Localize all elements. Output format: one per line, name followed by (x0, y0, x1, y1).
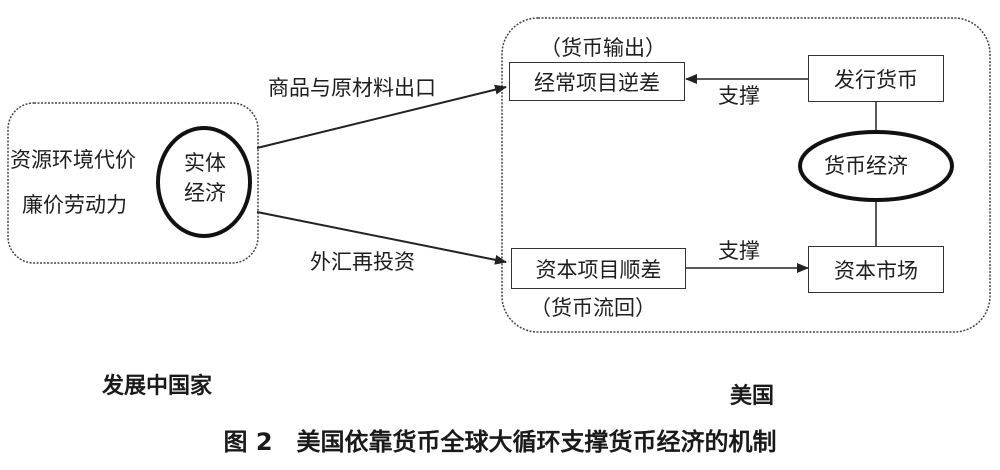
current-account-deficit-box: 经常项目逆差 (509, 62, 685, 101)
currency-output-note: （货币输出） (540, 36, 666, 60)
factor-resource-cost: 资源环境代价 (10, 148, 136, 172)
capital-account-surplus-box: 资本项目顺差 (511, 248, 686, 289)
monetary-economy-ellipse (798, 130, 954, 202)
reinvest-label: 外汇再投资 (310, 250, 415, 274)
issue-currency-box: 发行货币 (808, 55, 944, 102)
capital-account-surplus-label: 资本项目顺差 (535, 257, 662, 282)
support-label-bottom: 支撑 (718, 239, 760, 263)
currency-return-note: （货币流回） (530, 296, 656, 320)
monetary-economy-label: 货币经济 (824, 154, 908, 178)
usa-container (501, 17, 991, 333)
real-economy-label: 实体 经济 (178, 148, 232, 209)
developing-country-container (7, 102, 259, 264)
figure-caption: 图 2 美国依靠货币全球大循环支撑货币经济的机制 (223, 428, 777, 456)
issue-currency-label: 发行货币 (834, 67, 918, 92)
current-account-deficit-label: 经常项目逆差 (534, 70, 660, 95)
usa-label: 美国 (730, 384, 775, 409)
capital-market-label: 资本市场 (834, 258, 918, 283)
export-arrow (256, 84, 507, 149)
real-economy-line-1: 实体 (184, 151, 226, 175)
reinvest-arrow (256, 211, 507, 265)
real-economy-line-2: 经济 (184, 181, 226, 206)
support-label-top: 支撑 (718, 84, 760, 108)
real-economy-ellipse (156, 126, 252, 238)
factor-cheap-labor: 廉价劳动力 (22, 193, 127, 217)
developing-country-label: 发展中国家 (102, 374, 213, 399)
export-label: 商品与原材料出口 (268, 76, 436, 100)
capital-market-box: 资本市场 (808, 246, 944, 293)
